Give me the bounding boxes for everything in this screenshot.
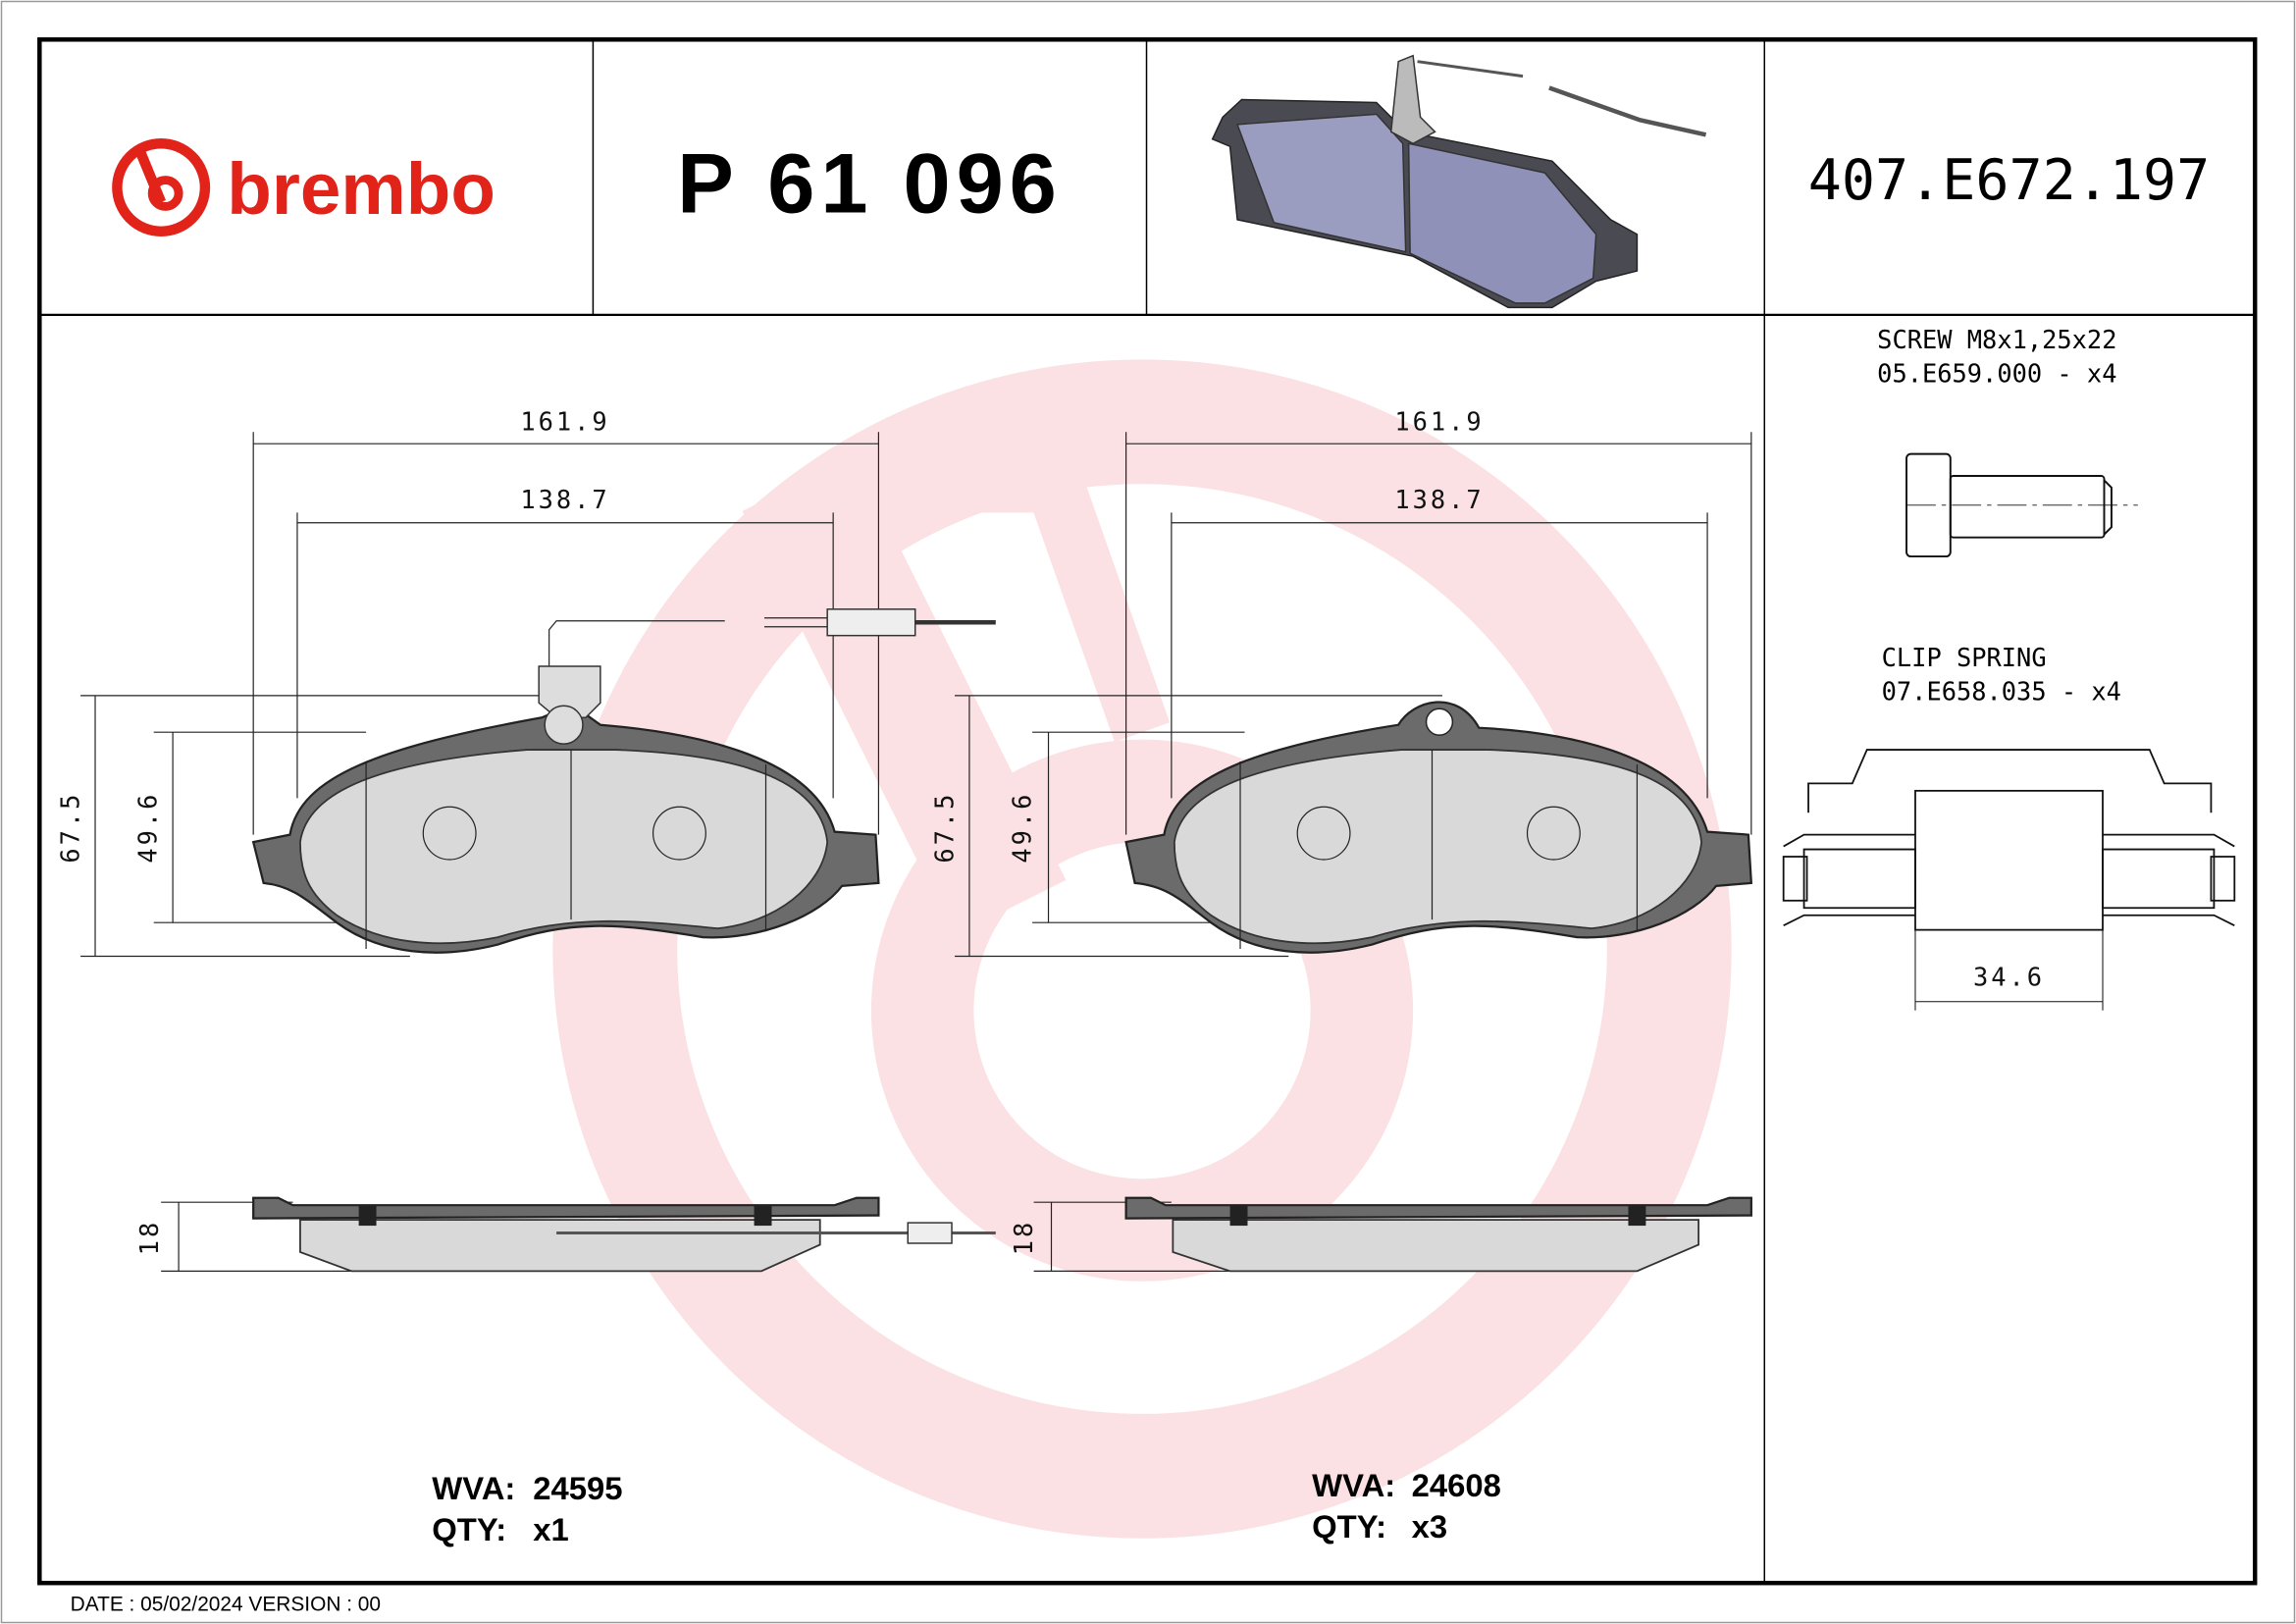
date-version: DATE : 05/02/2024 VERSION : 00 (71, 1594, 381, 1616)
clip-title: CLIP SPRING (1882, 643, 2047, 672)
brembo-logo: brembo (112, 138, 496, 237)
pad-left-side-view: 18 (134, 1196, 996, 1273)
clip-spring-icon (1782, 749, 2236, 1011)
dim-height-inner: 49.6 (133, 792, 163, 864)
pad-left-front-view: 161.9 138.7 67.5 49.6 (56, 407, 996, 958)
wva-label: WVA: (432, 1470, 515, 1506)
qty-value: x1 (533, 1511, 569, 1547)
qty-value: x3 (1412, 1508, 1448, 1545)
screw-title: SCREW M8x1,25x22 (1877, 325, 2116, 354)
dim-width-outer: 161.9 (1394, 407, 1484, 437)
pad-right-side-view: 18 (1009, 1196, 1752, 1273)
dim-thickness: 18 (1009, 1220, 1038, 1256)
dim-width-inner: 138.7 (1394, 485, 1484, 514)
wva-number: 24595 (533, 1470, 622, 1506)
wva-number: 24608 (1412, 1467, 1501, 1503)
brembo-watermark (552, 359, 1732, 1539)
dim-clip-width: 34.6 (1973, 962, 2045, 991)
screw-accessory: SCREW M8x1,25x22 05.E659.000 - x4 (1877, 325, 2138, 558)
wear-sensor (538, 608, 996, 745)
dim-height-inner: 49.6 (1008, 792, 1037, 864)
title-block-frame (37, 37, 2258, 1586)
dim-height-outer: 67.5 (930, 792, 960, 864)
part-number: P 61 096 (677, 136, 1063, 231)
screw-part-number: 05.E659.000 - x4 (1877, 358, 2116, 388)
dim-height-outer: 67.5 (56, 792, 85, 864)
dim-thickness: 18 (134, 1220, 164, 1256)
dim-width-outer: 161.9 (520, 407, 609, 437)
pad-right-info: WVA: 24608 QTY: x3 (1312, 1467, 1501, 1545)
clip-spring-accessory: CLIP SPRING 07.E658.035 - x4 34.6 (1782, 643, 2236, 1011)
dim-width-inner: 138.7 (520, 485, 609, 514)
screw-icon (1905, 452, 2138, 558)
brembo-logo-icon (112, 138, 211, 237)
wva-label: WVA: (1312, 1467, 1395, 1503)
qty-label: QTY: (432, 1511, 506, 1547)
clip-part-number: 07.E658.035 - x4 (1882, 676, 2121, 706)
brand-name: brembo (227, 147, 496, 230)
pad-right-front-view: 161.9 138.7 67.5 49.6 (930, 407, 1753, 958)
qty-label: QTY: (1312, 1508, 1386, 1545)
brake-pad-render (1211, 54, 1707, 309)
pad-left-info: WVA: 24595 QTY: x1 (432, 1470, 622, 1547)
reference-number: 407.E672.197 (1808, 148, 2211, 213)
